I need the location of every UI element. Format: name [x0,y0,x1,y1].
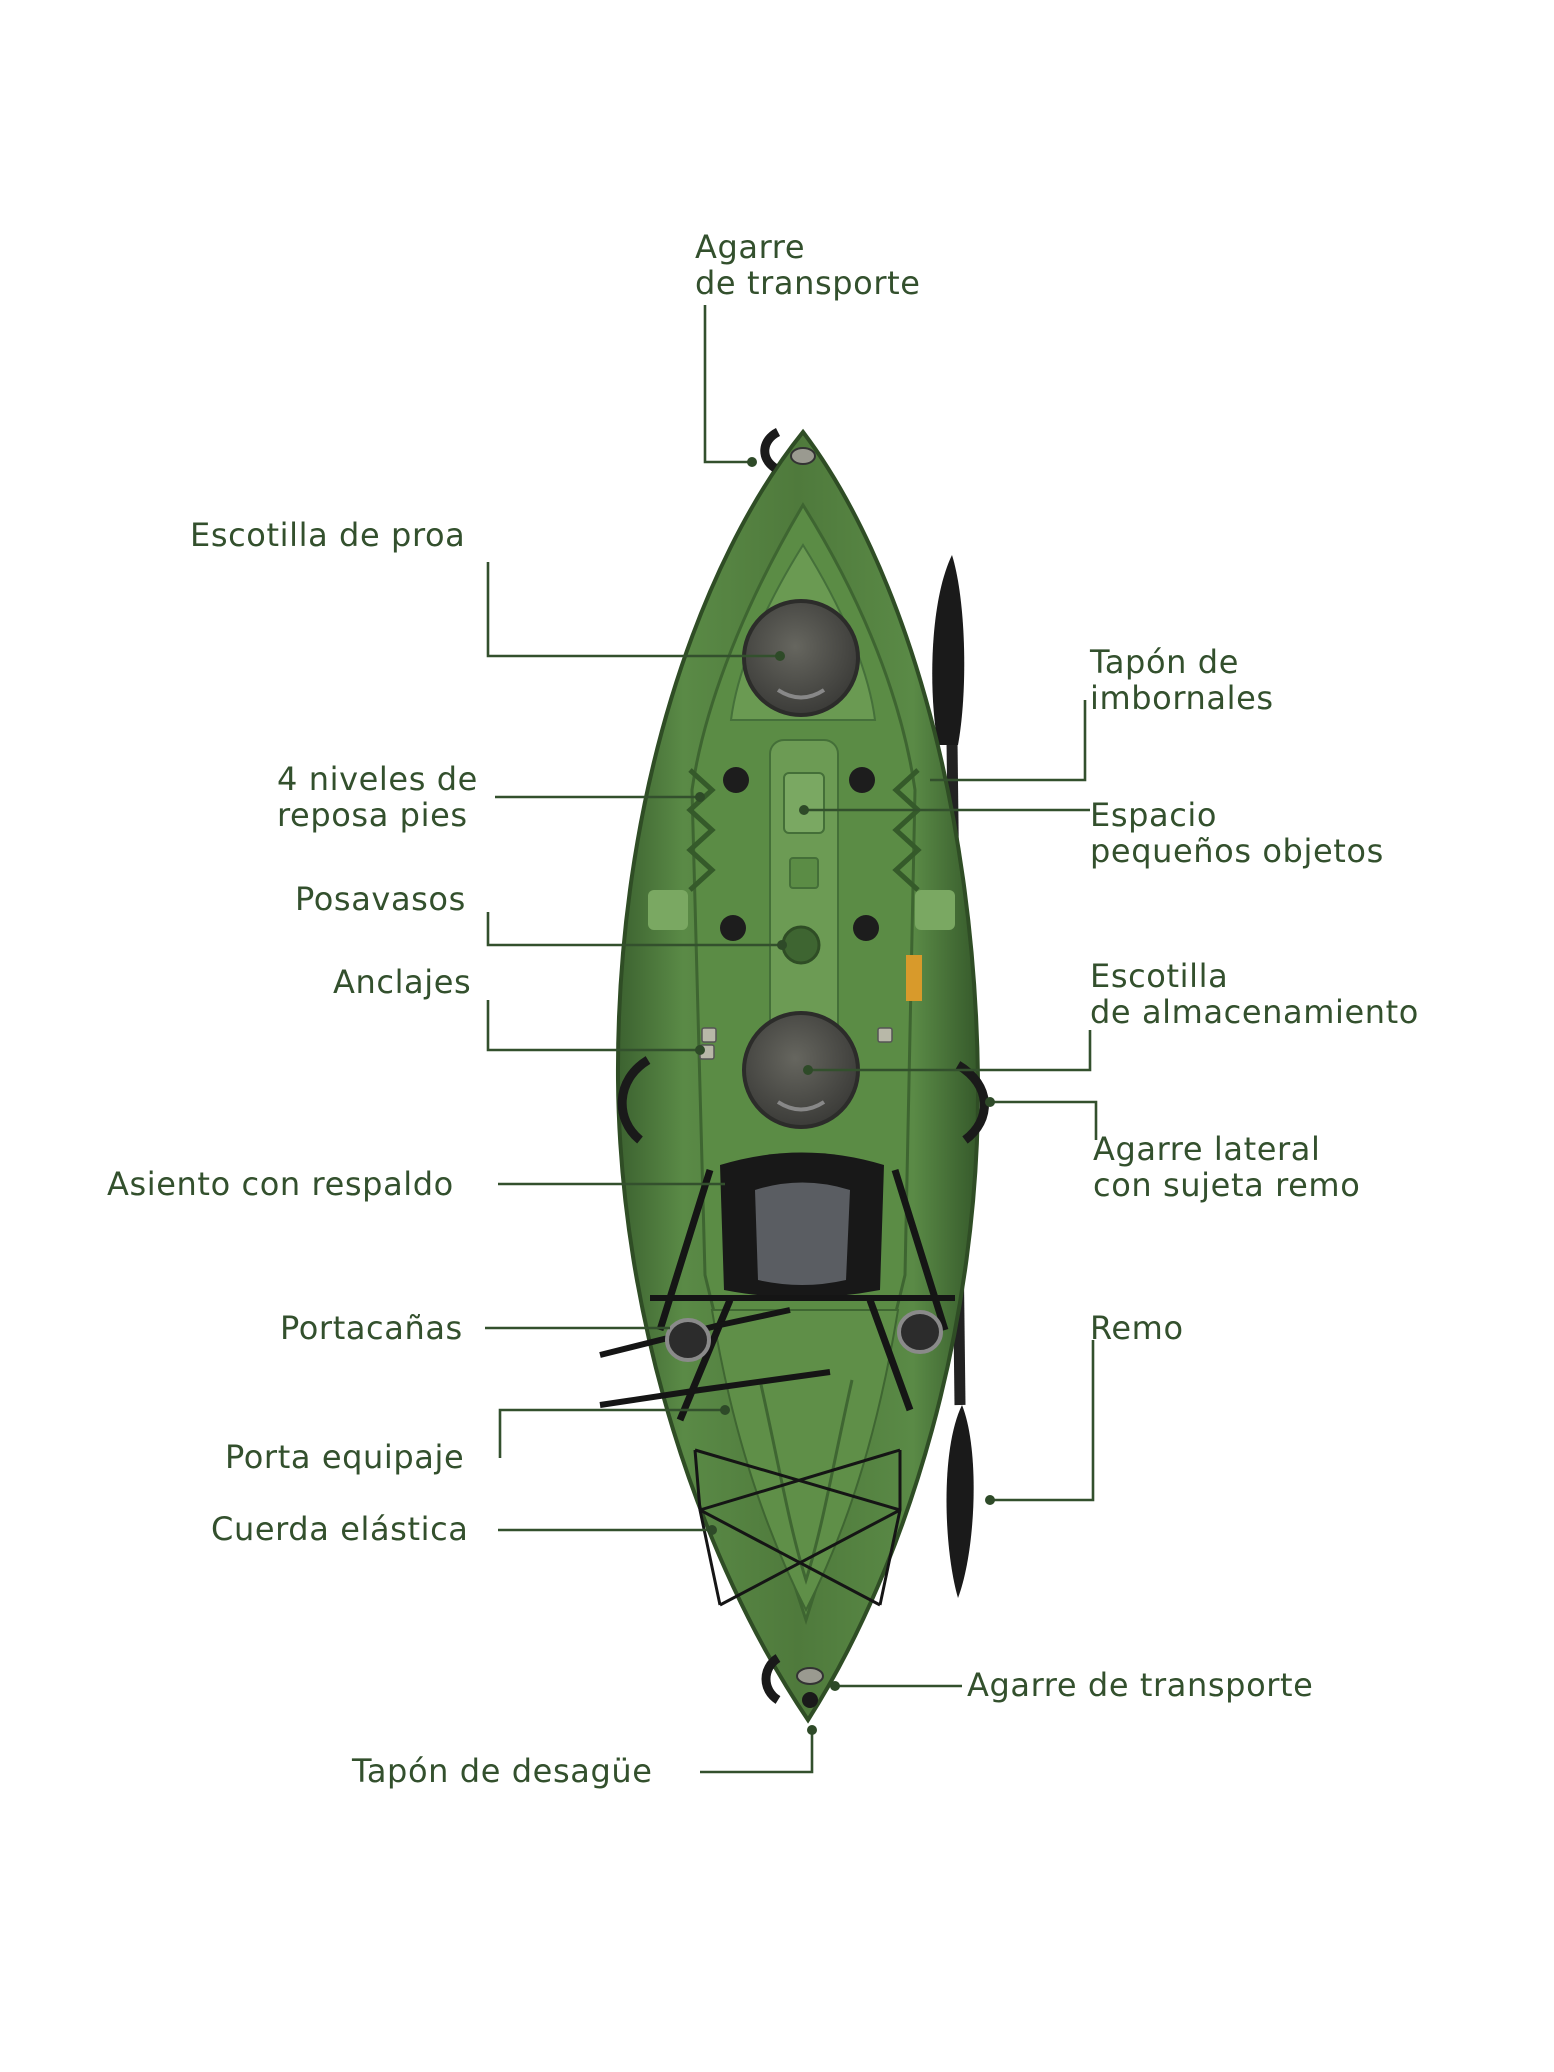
bow-hatch [742,599,860,717]
label-cup-holder: Posavasos [295,880,466,918]
cup-holder [781,925,821,965]
rod-holders [665,1310,943,1362]
paddle-blade-top [932,555,965,745]
label-rod-holder: Portacañas [280,1309,463,1347]
paddle-blade-bottom [946,1405,974,1598]
bungee-cord [693,1448,902,1607]
stern-carry-handle [761,1654,824,1704]
leaders [485,305,1098,1774]
side-handle-left [617,1056,651,1144]
label-drain-plug: Tapón de desagüe [351,1752,653,1790]
label-anchors: Anclajes [333,963,471,1001]
seat [599,1152,955,1422]
label-bungee: Cuerda elástica [211,1510,469,1548]
scupper-plugs [720,767,879,941]
label-luggage-holder: Porta equipaje [225,1438,464,1476]
label-bow-hatch: Escotilla de proa [190,516,465,554]
reflector [906,955,922,1001]
drain-plug [802,1692,818,1708]
small-storage [783,772,825,834]
label-stern-handle: Agarre de transporte [967,1666,1313,1704]
label-seat: Asiento con respaldo [107,1165,454,1203]
side-handle-right [955,1061,989,1144]
bow-carry-handle [760,427,816,472]
label-paddle: Remo [1090,1309,1184,1347]
storage-hatch [742,1011,860,1129]
